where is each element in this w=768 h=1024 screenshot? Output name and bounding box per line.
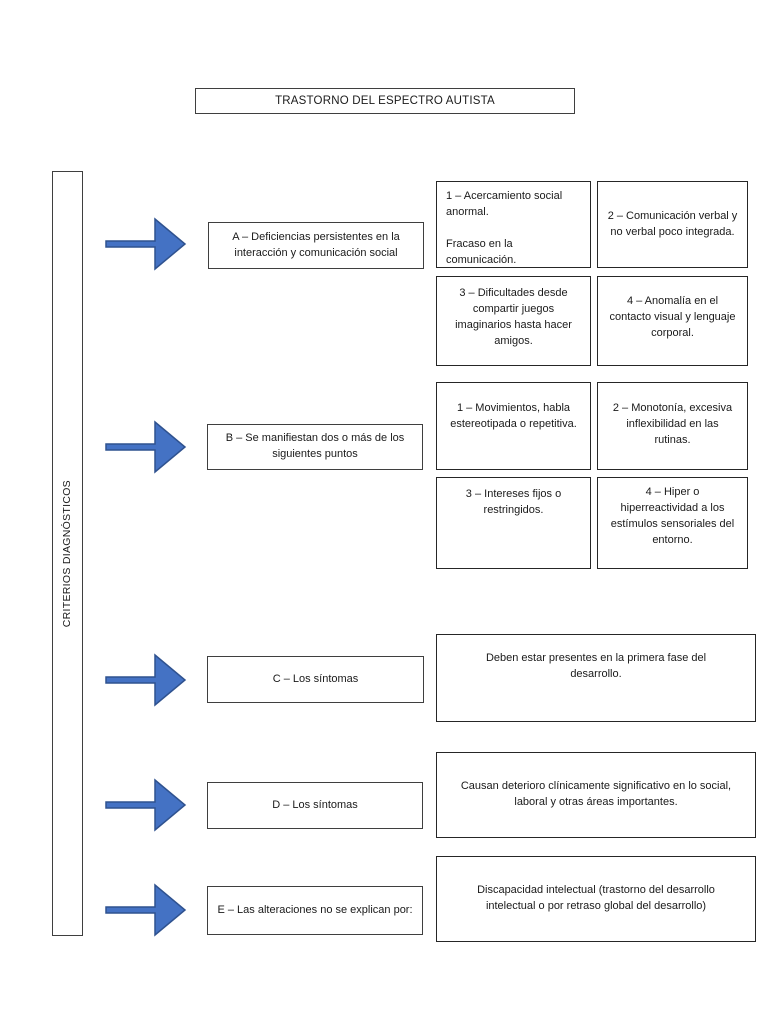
criterion-a-item-3: 3 – Dificultades desde compartir juegos …	[436, 276, 591, 366]
right-arrow-icon	[105, 653, 187, 707]
criterion-e-label: E – Las alteraciones no se explican por:	[217, 903, 413, 916]
criterion-box-e: E – Las alteraciones no se explican por:	[207, 886, 423, 935]
arrow-criterion-e	[105, 881, 187, 939]
item-text: 1 – Movimientos, habla estereotipada o r…	[450, 402, 577, 430]
arrow-criterion-d	[105, 776, 187, 834]
item-text: 4 – Anomalía en el contacto visual y len…	[609, 295, 736, 339]
result-text: Discapacidad intelectual (trastorno del …	[477, 884, 715, 912]
title-box: TRASTORNO DEL ESPECTRO AUTISTA	[195, 88, 575, 114]
result-text: Causan deterioro clínicamente significat…	[460, 780, 732, 808]
right-arrow-icon	[105, 217, 187, 271]
criteria-sidebar-label: CRITERIOS DIAGNÓSTICOS	[60, 479, 73, 628]
criterion-d-label: D – Los síntomas	[272, 798, 358, 811]
item-text: 3 – Intereses fijos o restringidos.	[465, 488, 562, 516]
item-text: 2 – Monotonía, excesiva inflexibilidad e…	[612, 402, 733, 446]
diagram-title: TRASTORNO DEL ESPECTRO AUTISTA	[275, 94, 495, 107]
criterion-box-c: C – Los síntomas	[207, 656, 424, 703]
item-text: 4 – Hiper o hiperreactividad a los estím…	[610, 486, 735, 546]
criterion-b-item-2: 2 – Monotonía, excesiva inflexibilidad e…	[597, 382, 748, 470]
arrow-criterion-b	[105, 418, 187, 476]
criterion-e-result: Discapacidad intelectual (trastorno del …	[436, 856, 756, 942]
criterion-a-label: A – Deficiencias persistentes en la inte…	[232, 230, 400, 259]
arrow-criterion-a	[105, 215, 187, 273]
criterion-a-item-2: 2 – Comunicación verbal y no verbal poco…	[597, 181, 748, 268]
criterion-c-result: Deben estar presentes en la primera fase…	[436, 634, 756, 722]
right-arrow-icon	[105, 778, 187, 832]
criterion-a-item-4: 4 – Anomalía en el contacto visual y len…	[597, 276, 748, 366]
item-text: 3 – Dificultades desde compartir juegos …	[455, 287, 572, 347]
criterion-c-label: C – Los síntomas	[272, 672, 359, 685]
criterion-box-a: A – Deficiencias persistentes en la inte…	[208, 222, 424, 269]
criteria-sidebar: CRITERIOS DIAGNÓSTICOS	[52, 171, 83, 936]
criterion-box-d: D – Los síntomas	[207, 782, 423, 829]
criterion-b-label: B – Se manifiestan dos o más de los sigu…	[225, 432, 405, 460]
criterion-d-result: Causan deterioro clínicamente significat…	[436, 752, 756, 838]
right-arrow-icon	[105, 883, 187, 937]
item-text: 2 – Comunicación verbal y no verbal poco…	[607, 209, 738, 238]
criterion-box-b: B – Se manifiestan dos o más de los sigu…	[207, 424, 423, 470]
arrow-criterion-c	[105, 651, 187, 709]
criterion-a-item-1: 1 – Acercamiento social anormal. Fracaso…	[436, 181, 591, 268]
right-arrow-icon	[105, 420, 187, 474]
criterion-b-item-4: 4 – Hiper o hiperreactividad a los estím…	[597, 477, 748, 569]
item-text: 1 – Acercamiento social anormal. Fracaso…	[446, 190, 563, 266]
result-text: Deben estar presentes en la primera fase…	[485, 652, 707, 680]
criterion-b-item-1: 1 – Movimientos, habla estereotipada o r…	[436, 382, 591, 470]
criterion-b-item-3: 3 – Intereses fijos o restringidos.	[436, 477, 591, 569]
